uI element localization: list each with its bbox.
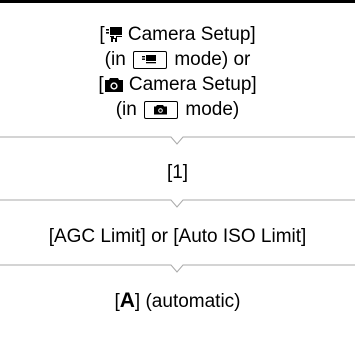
- movie-mode-icon: [105, 26, 123, 49]
- paren-text: (in: [104, 49, 132, 70]
- auto-mode-icon: A: [119, 289, 135, 312]
- step-separator: [0, 199, 355, 213]
- step2-text: [1]: [166, 162, 189, 183]
- photo-mode-icon: [104, 76, 124, 99]
- paren-text: (in: [115, 99, 143, 120]
- bracket-open: [: [114, 291, 120, 312]
- step-separator: [0, 264, 355, 278]
- step1-line3: [ Camera Setup]: [0, 73, 355, 99]
- photo-mode-box-icon: [144, 101, 179, 119]
- step3-text: [AGC Limit] or [Auto ISO Limit]: [48, 226, 307, 247]
- bracket-open: [: [99, 24, 105, 45]
- movie-mode-box-icon: [133, 51, 168, 69]
- step1-line2-text: mode) or: [169, 49, 251, 70]
- step1-line4-text: mode): [180, 99, 240, 120]
- step1-line3-text: Camera Setup]: [123, 74, 257, 95]
- step1-line2: (in mode) or: [0, 48, 355, 71]
- top-rule: [0, 0, 355, 3]
- step4-text: ] (automatic): [134, 291, 241, 312]
- step1-line1-text: Camera Setup]: [122, 24, 256, 45]
- step1-line4: (in mode): [0, 98, 355, 121]
- step4-line: [A] (automatic): [0, 289, 355, 313]
- bracket-open: [: [98, 74, 104, 95]
- step1-line1: [ Camera Setup]: [0, 23, 355, 49]
- step-separator: [0, 136, 355, 150]
